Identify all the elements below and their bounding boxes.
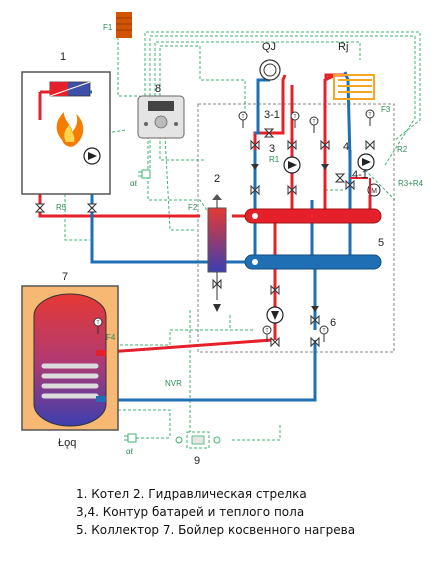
label-floor: Rj	[338, 41, 348, 53]
label-tank: Łǫq	[58, 437, 76, 449]
label-plug-a: αℓ	[130, 179, 138, 188]
label-nvr: NVR	[165, 379, 182, 388]
label-plug-b: αℓ	[126, 447, 134, 456]
label-f4: F4	[106, 333, 116, 342]
label-r5: R5	[56, 203, 67, 212]
label-3: 3	[269, 143, 275, 155]
label-f3: F3	[381, 105, 391, 114]
svg-text:M: M	[371, 188, 377, 195]
label-7: 7	[62, 271, 68, 283]
valve-r5-left	[35, 203, 45, 213]
boiler-unit	[21, 71, 111, 195]
caption-line-1: 1. Котел 2. Гидравлическая стрелка	[76, 487, 307, 501]
circuit-6	[310, 306, 329, 347]
caption-line-3: 5. Коллектор 7. Бойлер косвенного нагрев…	[76, 523, 356, 537]
label-1: 1	[60, 51, 66, 63]
collector-frame	[197, 103, 395, 353]
outdoor-sensor-icon	[116, 12, 132, 38]
radiator-circuit-icon	[259, 59, 281, 81]
label-4-1: 4-1	[352, 169, 368, 181]
controller-unit	[137, 95, 185, 139]
label-3-1: 3-1	[264, 109, 280, 121]
label-radiators: QJ	[262, 41, 276, 53]
valve-r5-right	[87, 203, 97, 213]
label-r3r4: R3+R4	[398, 179, 424, 188]
label-r2: R2	[397, 145, 408, 154]
collector-manifold	[244, 208, 382, 270]
power-plug-icon-a	[138, 169, 151, 179]
label-8: 8	[155, 83, 161, 95]
radiator-circuit-3	[238, 111, 301, 195]
label-f1: F1	[103, 23, 113, 32]
indirect-boiler-tank	[21, 285, 119, 431]
tank-loading-circuit	[262, 285, 284, 347]
floor-heating-coil	[333, 74, 375, 100]
pump-9	[175, 431, 221, 449]
label-6: 6	[330, 317, 336, 329]
power-plug-icon-b	[124, 433, 170, 443]
label-5: 5	[378, 237, 384, 249]
hydraulic-separator	[207, 194, 227, 312]
label-2: 2	[214, 173, 220, 185]
caption-line-2: 3,4. Контур батарей и теплого пола	[76, 505, 305, 519]
label-r1: R1	[269, 155, 280, 164]
label-9: 9	[194, 455, 200, 467]
label-4: 4	[343, 141, 349, 153]
floor-circuit-4: M	[309, 109, 381, 197]
label-f2: F2	[188, 203, 198, 212]
